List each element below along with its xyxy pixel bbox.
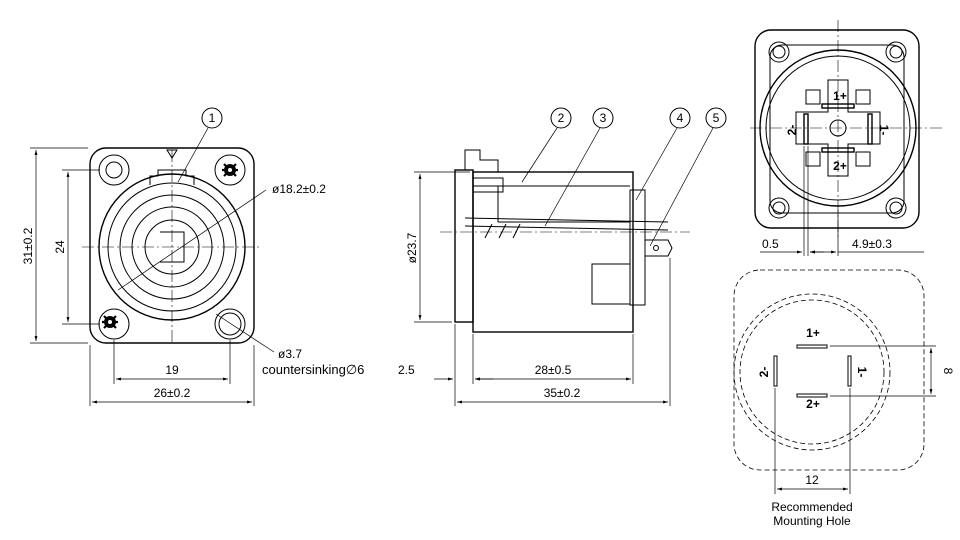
countersink-label: countersinking∅6 xyxy=(262,362,364,377)
mount-pin-1plus: 1+ xyxy=(806,326,820,340)
rear-pin-2minus: 2- xyxy=(785,125,799,136)
dim-rear-4-9: 4.9±0.3 xyxy=(852,237,892,251)
dim-hole-3-7: ø3.7 xyxy=(278,347,302,361)
dim-mount-8: 8 xyxy=(941,368,955,375)
rear-pin-2plus: 2+ xyxy=(833,159,847,173)
balloon-2-label: 2 xyxy=(558,111,565,125)
balloon-1 xyxy=(201,107,223,129)
rear-pin-1minus: 1- xyxy=(877,125,891,136)
dim-spacing-19: 19 xyxy=(165,363,179,377)
dim-height-31: 31±0.2 xyxy=(21,227,35,264)
dim-height-24: 24 xyxy=(53,240,67,254)
dim-total-35: 35±0.2 xyxy=(544,386,581,400)
mount-pin-2minus: 2- xyxy=(757,367,771,378)
rear-view: 1+ 1- 2- 2+ 0.5 4.9±0.3 xyxy=(750,20,942,256)
rear-pin-1plus: 1+ xyxy=(833,89,847,103)
mount-caption-line1: Recommended xyxy=(771,500,852,514)
dim-mount-12: 12 xyxy=(805,473,819,487)
dim-width-26: 26±0.2 xyxy=(154,386,191,400)
balloon-5 xyxy=(705,107,727,129)
dim-diameter-23-7: ø23.7 xyxy=(405,232,419,263)
balloon-5-label: 5 xyxy=(713,111,720,125)
mount-pin-2plus: 2+ xyxy=(806,397,820,411)
mount-caption-line2: Mounting Hole xyxy=(773,514,851,528)
balloon-1-label: 1 xyxy=(209,111,216,125)
dim-body-28: 28±0.5 xyxy=(535,363,572,377)
balloon-2 xyxy=(550,107,572,129)
front-view: 31±0.2 24 ø18.2±0.2 ø3.7 countersinking∅… xyxy=(21,107,364,406)
dim-flange-2-5: 2.5 xyxy=(398,363,415,377)
side-view: ø23.7 2.5 28±0.5 35±0.2 2 3 4 5 xyxy=(398,107,727,406)
balloon-3-label: 3 xyxy=(600,111,607,125)
dim-rear-0-5: 0.5 xyxy=(762,237,779,251)
mount-pin-1minus: 1- xyxy=(855,367,869,378)
front-flange xyxy=(89,147,255,344)
mounting-hole-view: 1+ 1- 2- 2+ 8 12 Recommended Mounting Ho… xyxy=(733,269,955,528)
dim-diameter-18: ø18.2±0.2 xyxy=(272,182,326,196)
rivet-icon xyxy=(222,163,238,177)
rivet-icon xyxy=(102,315,118,329)
balloon-3 xyxy=(592,107,614,129)
balloon-4-label: 4 xyxy=(677,111,684,125)
balloon-4 xyxy=(669,107,691,129)
